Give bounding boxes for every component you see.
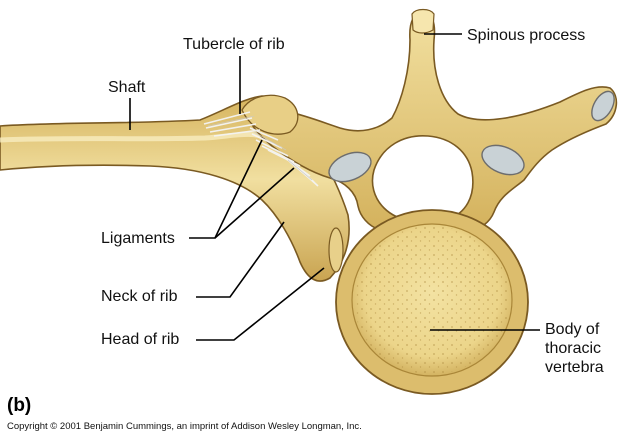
label-head-of-rib: Head of rib [101,330,179,349]
label-body-line3: vertebra [545,358,604,377]
copyright-notice: Copyright © 2001 Benjamin Cummings, an i… [7,421,362,432]
panel-letter: (b) [7,395,31,417]
label-tubercle-of-rib: Tubercle of rib [183,35,285,54]
spinous-process-tip [412,10,434,34]
label-body-line2: thoracic [545,339,601,358]
label-spinous-process: Spinous process [467,26,585,45]
label-shaft: Shaft [108,78,145,97]
label-neck-of-rib: Neck of rib [101,287,177,306]
vertebral-body-texture [354,226,510,374]
facet-head-of-rib [329,228,343,272]
label-ligaments: Ligaments [101,229,175,248]
label-body-line1: Body of [545,320,599,339]
leader-neck [196,222,284,297]
leader-head [196,268,324,340]
